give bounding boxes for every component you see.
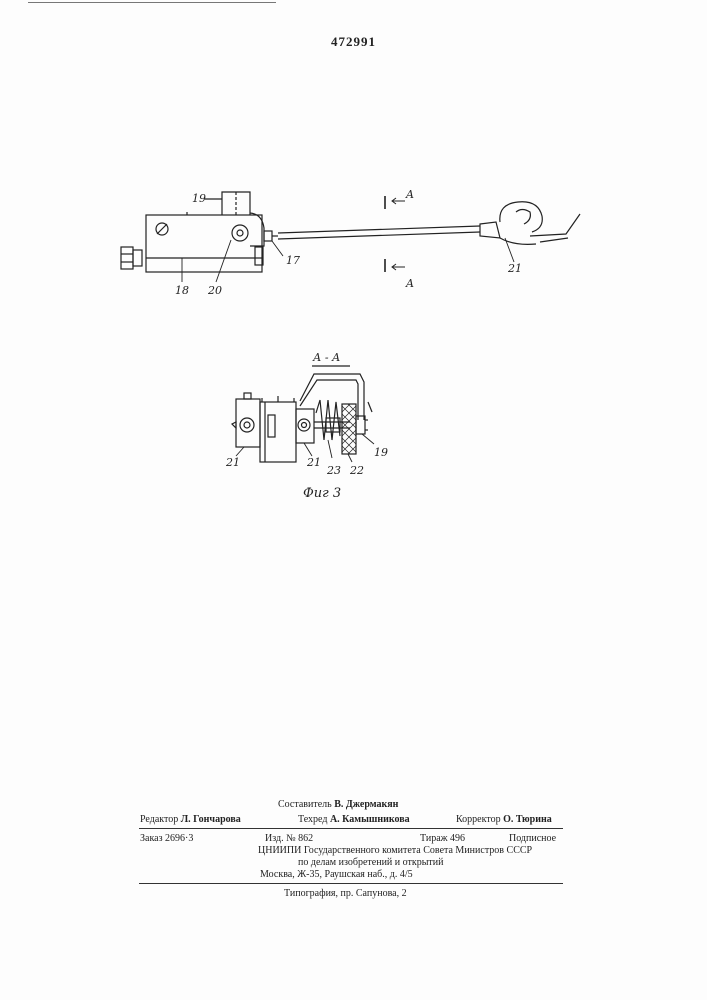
subscription: Подписное bbox=[509, 833, 556, 844]
techred-line: Техред А. Камышникова bbox=[298, 814, 410, 825]
print-run: Тираж 496 bbox=[420, 833, 465, 844]
compiler-role: Составитель bbox=[278, 799, 332, 810]
corrector-name: О. Тюрина bbox=[503, 814, 552, 825]
org-line-2: по делам изобретений и открытий bbox=[298, 857, 444, 868]
org-line-1: ЦНИИПИ Государственного комитета Совета … bbox=[258, 845, 532, 856]
techred-name: А. Камышникова bbox=[330, 814, 410, 825]
imprint-rule-top bbox=[139, 828, 563, 829]
address: Москва, Ж-35, Раушская наб., д. 4/5 bbox=[260, 869, 413, 880]
compiler-name: В. Джермакян bbox=[334, 799, 398, 810]
compiler-line: Составитель В. Джермакян bbox=[278, 799, 398, 810]
corrector-line: Корректор О. Тюрина bbox=[456, 814, 552, 825]
corrector-role: Корректор bbox=[456, 814, 501, 825]
issue-number: Изд. № 862 bbox=[265, 833, 313, 844]
editor-name: Л. Гончарова bbox=[181, 814, 241, 825]
editor-role: Редактор bbox=[140, 814, 178, 825]
techred-role: Техред bbox=[298, 814, 327, 825]
editor-line: Редактор Л. Гончарова bbox=[140, 814, 241, 825]
imprint-rule-bottom bbox=[139, 883, 563, 884]
printer: Типография, пр. Сапунова, 2 bbox=[284, 888, 407, 899]
order-number: Заказ 2696·3 bbox=[140, 833, 193, 844]
